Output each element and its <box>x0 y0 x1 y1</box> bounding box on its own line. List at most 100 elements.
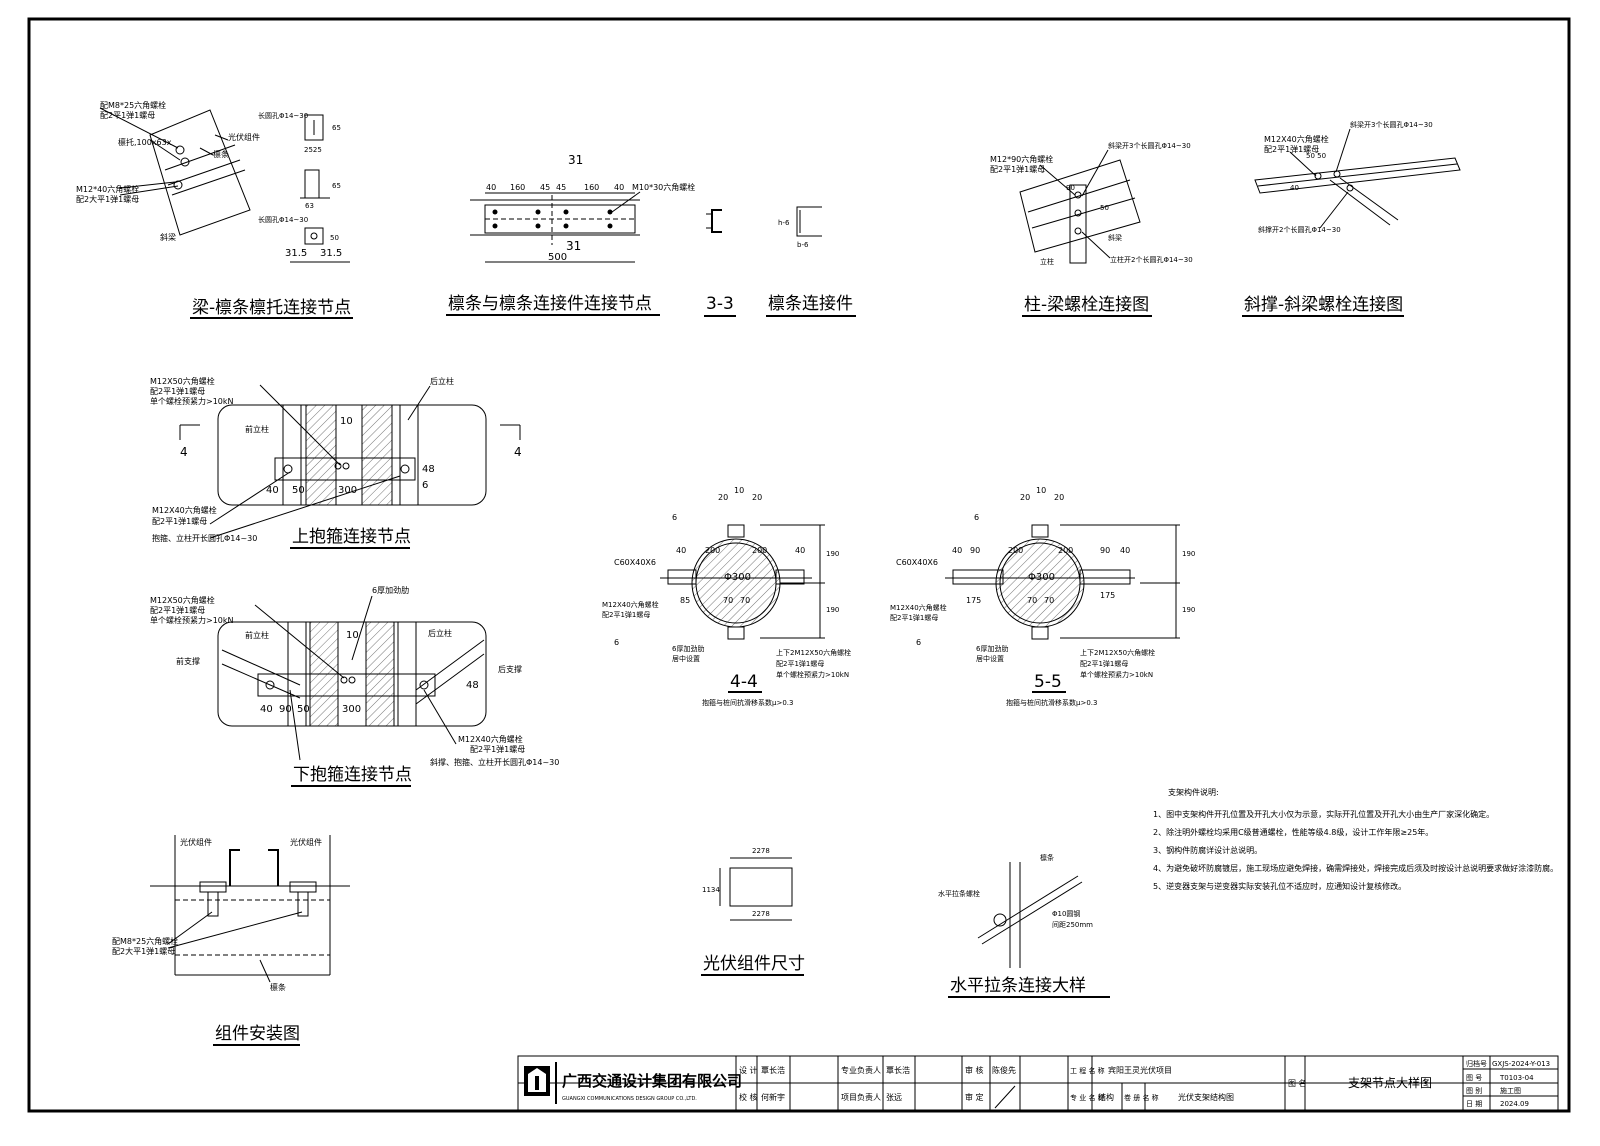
tb-stage-label: 图 别 <box>1466 1086 1482 1095</box>
s55-center-label: 居中设置 <box>976 654 1004 663</box>
title-purlin-connection: 檩条与檩条连接件连接节点 <box>448 294 652 314</box>
s55-pair-label: 上下2M12X50六角螺栓 <box>1080 648 1155 657</box>
s55-dim-175b: 175 <box>1100 591 1115 600</box>
uh-preload-label: 单个螺栓预紧力>10kN <box>150 396 234 406</box>
lh-dim-40: 40 <box>260 704 273 715</box>
beam-label: 斜梁 <box>160 232 176 242</box>
section-mark-4-right: 4 <box>514 445 522 459</box>
s55-dia: Φ300 <box>1028 572 1055 583</box>
lh-bolt2-label: M12X40六角螺栓 <box>458 734 523 744</box>
s55-washer-label: 配2平1弹1螺母 <box>890 613 938 622</box>
washer-label: 配2平1弹1螺母 <box>100 110 155 120</box>
pv-module-label: 光伏组件 <box>228 132 260 142</box>
title-tie-rod: 水平拉条连接大样 <box>950 976 1086 996</box>
tie-purlin-label: 檩条 <box>1040 853 1054 862</box>
s55-c60-label: C60X40X6 <box>896 558 938 567</box>
s55-dim-90a: 90 <box>970 546 980 555</box>
tie-bar-label: Φ10圆钢 <box>1052 909 1080 918</box>
s55-dim-200a: 200 <box>1008 546 1023 555</box>
brace-holes2-label: 斜撑开2个长圆孔Φ14~30 <box>1258 225 1341 234</box>
lh-bolt-label: M12X50六角螺栓 <box>150 595 215 605</box>
s55-bolt-label: M12X40六角螺栓 <box>890 603 947 612</box>
s44-dia: Φ300 <box>724 572 751 583</box>
lh-preload-label: 单个螺栓预紧力>10kN <box>150 615 234 625</box>
s55-preload-label: 单个螺栓预紧力>10kN <box>1080 670 1153 679</box>
s55-dim-40b: 40 <box>1120 546 1130 555</box>
s55-dim-20a: 20 <box>1020 493 1030 502</box>
lh-dim-90: 90 <box>279 704 292 715</box>
brace-bolt-label: M12X40六角螺栓 <box>1264 134 1329 144</box>
s44-dim-10: 10 <box>734 486 744 495</box>
title-pv-size: 光伏组件尺寸 <box>703 954 805 974</box>
title-section-4-4: 4-4 <box>730 672 758 692</box>
tb-archive-no: GXJS-2024-Y-013 <box>1492 1060 1550 1068</box>
col-label: 立柱 <box>1040 257 1054 266</box>
tb-drawing-label: 图 名 <box>1288 1078 1307 1088</box>
detail-beam-purlin: 配M8*25六角螺栓 配2平1弹1螺母 檩托,100x63x 光伏组件 檩条 M… <box>76 100 353 319</box>
tb-prof-lead-label: 专业负责人 <box>841 1065 881 1075</box>
detail-upper-hoop: 4 4 M12X50六角螺栓 配2平1弹1螺母 单个螺栓预紧力>10kN 后立柱… <box>150 376 522 549</box>
notes-heading: 支架构件说明: <box>1168 787 1219 797</box>
note-2: 2、除注明外螺栓均采用C级普通螺栓，性能等级4.8级，设计工作年限≥25年。 <box>1153 827 1433 837</box>
s44-dim-190b: 190 <box>826 606 839 614</box>
dim-63: 63 <box>305 202 314 210</box>
detail-install: 光伏组件 光伏组件 配M8*25六角螺栓 配2大平1弹1螺母 檩条 组件安装图 <box>112 835 350 1046</box>
bolt-m8-label: 配M8*25六角螺栓 <box>100 100 166 110</box>
uh-front-col-label: 前立柱 <box>245 424 269 434</box>
tb-archive-label: 归档号 <box>1466 1059 1487 1068</box>
tb-dwg-no: T0103-04 <box>1499 1074 1534 1082</box>
install-pv2-label: 光伏组件 <box>290 837 322 847</box>
dim-5050: 50 50 <box>1306 152 1326 160</box>
tb-review-name: 陈俊先 <box>992 1065 1016 1075</box>
uh-dim-50: 50 <box>292 485 305 496</box>
s44-washer-label: 配2平1弹1螺母 <box>602 610 650 619</box>
beam-holes-label: 斜梁开3个长圆孔Φ14~30 <box>1108 141 1191 150</box>
long-hole-label-2: 长圆孔Φ14~30 <box>258 215 308 224</box>
uh-rear-col-label: 后立柱 <box>430 376 454 386</box>
tie-nut-label: 水平拉条螺栓 <box>938 889 980 898</box>
section-5-5: 190 190 20 10 20 40 90 200 200 90 40 175… <box>890 486 1195 707</box>
note-1: 1、图中支架构件开孔位置及开孔大小仅为示意，实际开孔位置及开孔大小由生产厂家深化… <box>1153 809 1494 819</box>
lh-dim-300: 300 <box>342 704 361 715</box>
dim-31-top: 31 <box>568 153 583 167</box>
dim-500: 500 <box>548 252 567 263</box>
s55-weld-6b: 6 <box>916 638 921 647</box>
uh-dim-10: 10 <box>340 416 353 427</box>
dim-65b: 65 <box>332 182 341 190</box>
tb-volume-name: 光伏支架结构图 <box>1178 1092 1234 1102</box>
tb-dwg-no-label: 图 号 <box>1466 1074 1482 1082</box>
uh-holes-label: 抱箍、立柱开长圆孔Φ14~30 <box>152 533 257 543</box>
lh-rear-col-label: 后立柱 <box>428 628 452 638</box>
s44-dim-20b: 20 <box>752 493 762 502</box>
detail-lower-hoop: M12X50六角螺栓 配2平1弹1螺母 单个螺栓预紧力>10kN 6厚加劲肋 前… <box>150 585 559 787</box>
tb-major-name: 结构 <box>1098 1092 1114 1102</box>
bolt-m12-label: M12*40六角螺栓 <box>76 184 139 194</box>
s44-weld-6b: 6 <box>614 638 619 647</box>
purlin-label: 檩条 <box>213 149 229 159</box>
dim-45b: 45 <box>556 183 566 192</box>
s55-dim-175a: 175 <box>966 596 981 605</box>
tb-review-label: 审 核 <box>965 1065 984 1075</box>
lh-washer2-label: 配2平1弹1螺母 <box>470 744 525 754</box>
col-holes-label: 立柱开2个长圆孔Φ14~30 <box>1110 255 1193 264</box>
note-3: 3、钢构件防腐详设计总说明。 <box>1153 845 1262 855</box>
s55-weld-6a: 6 <box>974 513 979 522</box>
brace-washer-label: 配2平1弹1螺母 <box>1264 144 1319 154</box>
dim-40b: 40 <box>614 183 624 192</box>
uh-dim-40: 40 <box>266 485 279 496</box>
lh-dim-48: 48 <box>466 680 479 691</box>
s44-dim-190a: 190 <box>826 550 839 558</box>
s44-dim-40a: 40 <box>676 546 686 555</box>
s55-stiff-label: 6厚加劲肋 <box>976 644 1008 653</box>
tb-approve-label: 审 定 <box>965 1092 984 1102</box>
s44-dim-200a: 200 <box>705 546 720 555</box>
s55-dim-10: 10 <box>1036 486 1046 495</box>
s55-dim-20b: 20 <box>1054 493 1064 502</box>
lh-front-col-label: 前立柱 <box>245 630 269 640</box>
detail-tie-rod: 檩条 水平拉条螺栓 Φ10圆钢 间距250mm 水平拉条连接大样 <box>938 853 1110 998</box>
dim-45a: 45 <box>540 183 550 192</box>
uh-dim-48: 48 <box>422 464 435 475</box>
dim-40c: 40 <box>1290 184 1299 192</box>
tie-spacing-label: 间距250mm <box>1052 921 1093 929</box>
